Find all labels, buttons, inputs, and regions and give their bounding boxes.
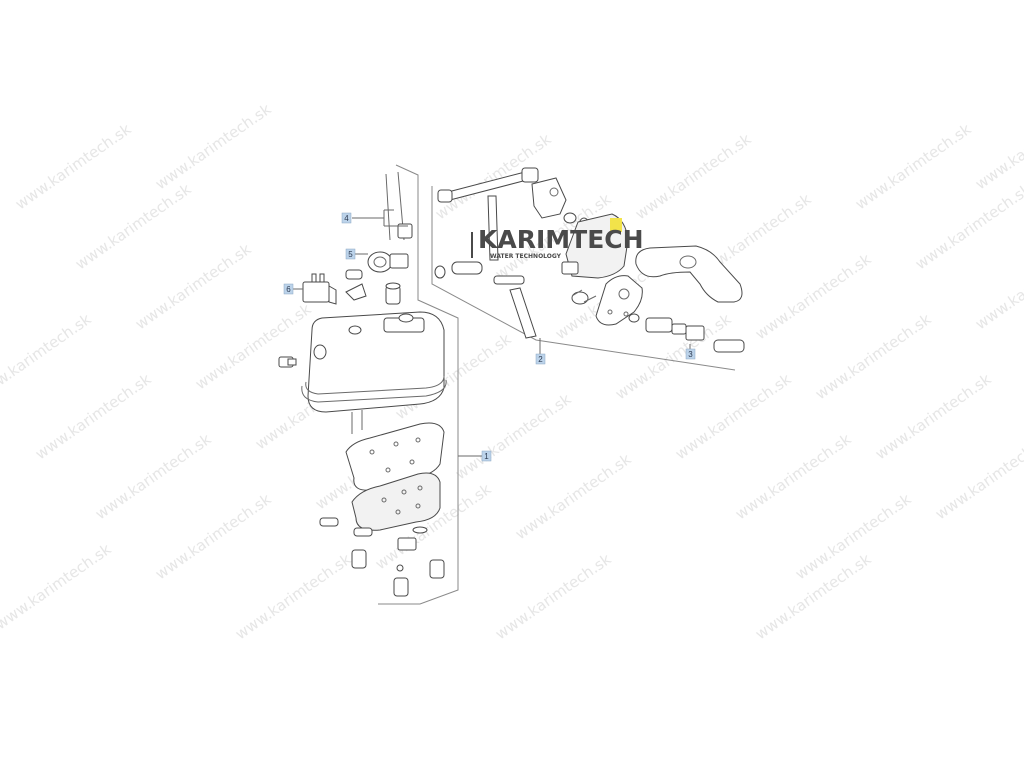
watermark-text: www.karimtech.sk [32, 370, 155, 463]
small-valve [385, 282, 401, 305]
callout-4: 4 [341, 212, 352, 224]
sensor-probe [385, 171, 413, 241]
solenoid-valve [628, 313, 745, 353]
watermark-text: www.karimtech.sk [0, 310, 95, 403]
logo-tagline: WATER TECHNOLOGY [490, 253, 562, 260]
watermark-text: www.karimtech.sk [132, 240, 255, 333]
relay-switch [302, 273, 337, 305]
callout-1: 1 [481, 450, 492, 462]
watermark-text: www.karimtech.sk [932, 430, 1024, 523]
watermark-text: www.karimtech.sk [12, 120, 135, 213]
watermark-text: www.karimtech.sk [0, 540, 115, 633]
watermark-text: www.karimtech.sk [912, 180, 1024, 273]
lever-arm [635, 245, 743, 303]
brand-logo: KARIMTECH WATER TECHNOLOGY [471, 218, 644, 260]
watermark-text: www.karimtech.sk [852, 120, 975, 213]
svg-text:3: 3 [688, 350, 693, 359]
boiler-tank [301, 311, 447, 434]
watermark-text: www.karimtech.sk [72, 180, 195, 273]
watermark-text: www.karimtech.sk [672, 370, 795, 463]
watermark-text: www.karimtech.sk [732, 430, 855, 523]
svg-text:1: 1 [484, 452, 489, 461]
callout-2: 2 [535, 353, 546, 365]
watermark-text: www.karimtech.sk [192, 300, 315, 393]
side-fitting [278, 356, 297, 368]
feet [351, 549, 445, 597]
watermark-text: www.karimtech.sk [92, 430, 215, 523]
watermark-text: www.karimtech.sk [812, 310, 935, 403]
watermark-text: www.karimtech.sk [232, 550, 355, 643]
watermark-text: www.karimtech.sk [152, 490, 275, 583]
thermostat [345, 251, 409, 280]
watermark-text: www.karimtech.sk [972, 100, 1024, 193]
watermark-text: www.karimtech.sk [752, 250, 875, 343]
callout-leaders [293, 209, 691, 354]
watermark-text: www.karimtech.sk [152, 100, 275, 193]
callout-5: 5 [345, 248, 356, 260]
svg-text:4: 4 [344, 214, 349, 223]
heating-plate [319, 472, 441, 551]
watermark-text: www.karimtech.sk [972, 240, 1024, 333]
svg-text:2: 2 [538, 355, 543, 364]
small-springs [571, 289, 597, 303]
watermark-text: www.karimtech.sk [492, 550, 615, 643]
callout-3: 3 [685, 348, 696, 360]
watermark-text: www.karimtech.sk [632, 130, 755, 223]
pump-mounting-plate [595, 275, 643, 326]
vertical-tube [487, 195, 537, 339]
watermark-text: www.karimtech.sk [872, 370, 995, 463]
upper-hose [437, 167, 539, 203]
watermark-text: www.karimtech.sk [452, 390, 575, 483]
assembly-frame [378, 164, 736, 605]
svg-text:5: 5 [348, 250, 353, 259]
svg-text:6: 6 [286, 285, 291, 294]
hose-connectors [434, 261, 525, 285]
callout-6: 6 [283, 283, 294, 295]
elbow-fitting [345, 283, 367, 301]
watermark-text: www.karimtech.sk [512, 450, 635, 543]
logo-text: KARIMTECH [478, 225, 644, 254]
